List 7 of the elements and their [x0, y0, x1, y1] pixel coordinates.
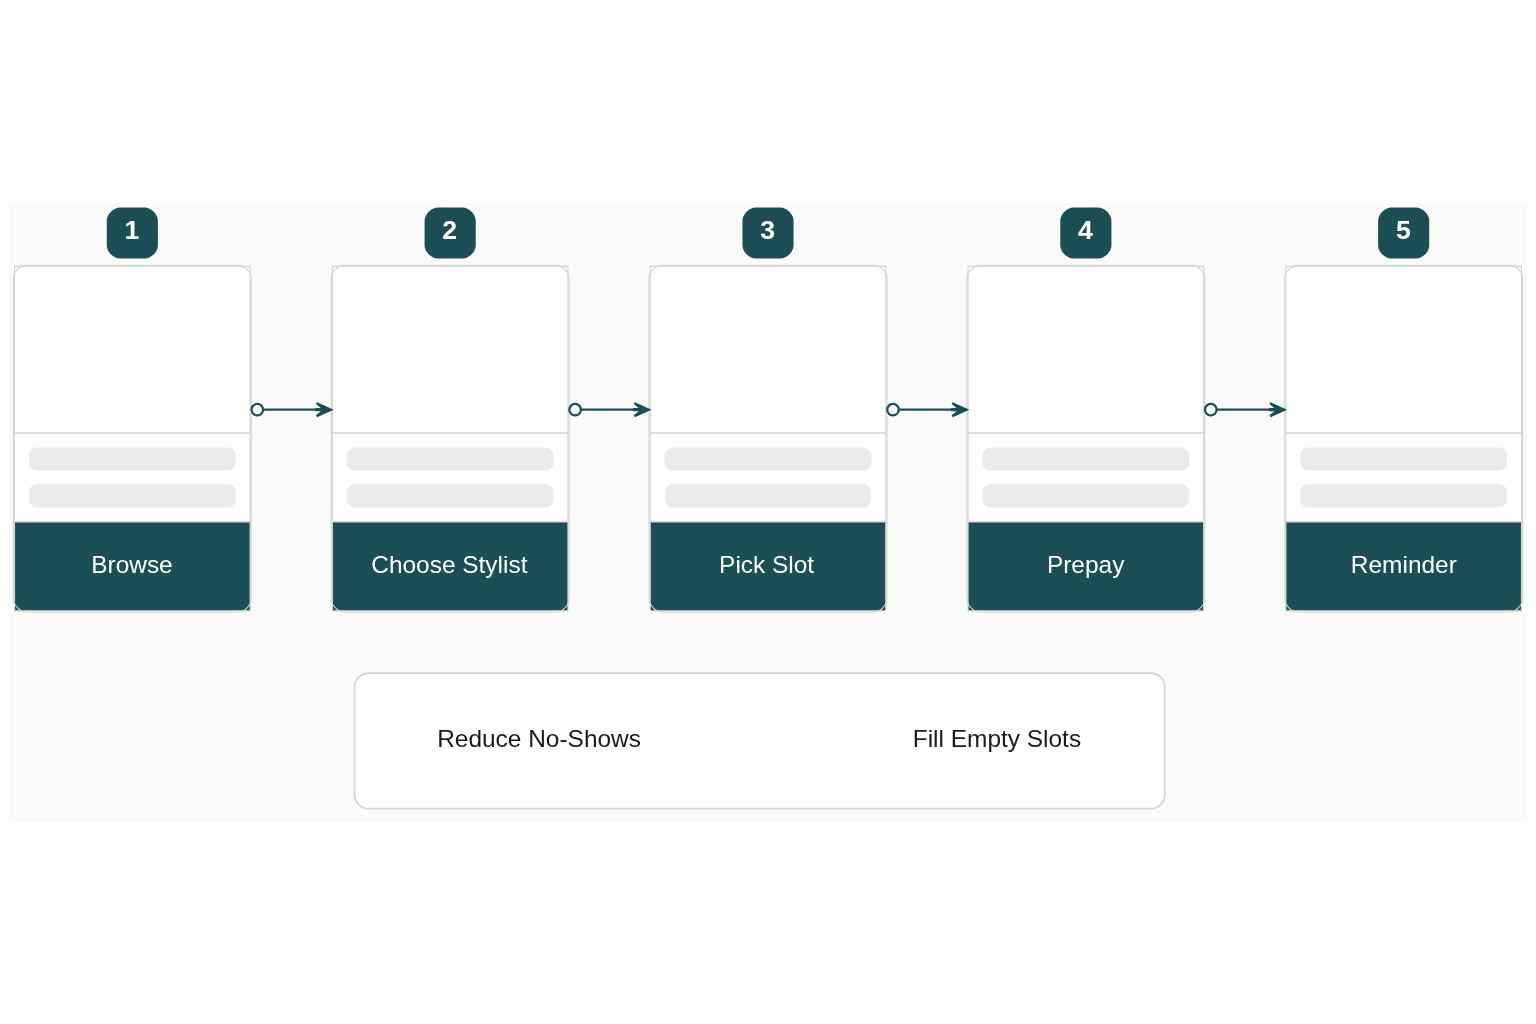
arrow: [568, 401, 650, 417]
arrow: [250, 401, 333, 417]
node-text: Fill Empty Slots: [912, 724, 1082, 752]
node-text: Reduce No-Shows: [437, 724, 641, 752]
arrow: [1203, 401, 1286, 417]
cluster: [353, 671, 1166, 809]
arrow: [886, 401, 968, 417]
